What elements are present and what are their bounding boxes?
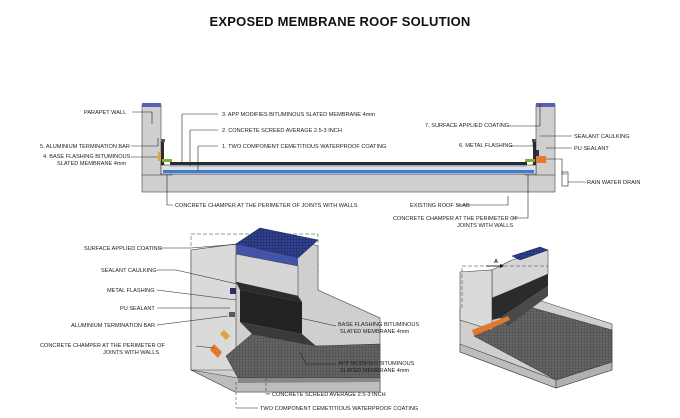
label-sealant-caulking: SEALANT CAULKING bbox=[574, 134, 630, 140]
key-marker: A bbox=[494, 259, 498, 265]
iso-metal-flashing bbox=[236, 282, 302, 302]
label-cementitious-coating: 1. TWO COMPONENT CEMETITIOUS WATERPROOF … bbox=[222, 144, 386, 150]
key-surface-coating bbox=[511, 246, 549, 261]
parapet-cap-left bbox=[142, 103, 161, 107]
key-sealant bbox=[472, 316, 510, 336]
label-metal-flashing: 6. METAL FLASHING bbox=[459, 143, 513, 149]
iso-key-drawing: A bbox=[459, 246, 613, 389]
roof-slab bbox=[141, 173, 556, 193]
label-base-flashing-1: 4. BASE FLASHING BITUMINOUS bbox=[43, 154, 131, 160]
iso-label-base-flashing-2: SLATED MEMBRANE 4mm bbox=[340, 329, 410, 335]
iso-label-metal-flashing: METAL FLASHING bbox=[107, 288, 155, 294]
iso-label-sealant-caulking: SEALANT CAULKING bbox=[101, 268, 157, 274]
iso-label-surface-coating: SURFACE APPLIED COATING bbox=[84, 246, 162, 252]
iso-label-coating: TWO COMPONENT CEMETITIOUS WATERPROOF COA… bbox=[260, 406, 418, 412]
label-rain-drain: RAIN WATER DRAIN bbox=[587, 180, 640, 186]
iso-label-app-1: APP MODIFIES BITUMINOUS bbox=[338, 361, 415, 367]
label-concrete-screed: 2. CONCRETE SCREED AVERAGE 2.5-3 INCH bbox=[222, 128, 342, 134]
iso-label-pu-sealant: PU SEALANT bbox=[120, 306, 155, 312]
label-base-flashing-2: SLATED MEMBRANE 4mm bbox=[57, 161, 127, 167]
section-drawing: PARAPET WALL 5. ALUMINIUM TERMINATION BA… bbox=[40, 103, 640, 229]
key-flashing bbox=[492, 274, 548, 320]
iso-chamfer-sealant bbox=[210, 344, 222, 358]
iso-termination-bar bbox=[229, 312, 235, 317]
iso-label-app-2: SLATED MEMBRANE 4mm bbox=[340, 368, 410, 374]
label-surface-coating: 7. SURFACE APPLIED COATING bbox=[425, 123, 509, 129]
base-flashing-left bbox=[161, 140, 164, 165]
cementitious-coating bbox=[163, 170, 534, 173]
label-chamfer-right-2: JOINTS WITH WALLS bbox=[457, 223, 513, 229]
iso-detail-drawing: SURFACE APPLIED COATING SEALANT CAULKING… bbox=[40, 227, 419, 412]
label-existing-slab: EXISTING ROOF SLAB bbox=[410, 203, 470, 209]
label-pu-sealant: PU SEALANT bbox=[574, 146, 609, 152]
label-aluminium-bar: 5. ALUMINIUM TERMINATION BAR bbox=[40, 144, 130, 150]
parapet-right bbox=[535, 104, 556, 176]
label-chamfer-left: CONCRETE CHAMPER AT THE PERIMETER OF JOI… bbox=[175, 203, 358, 209]
iso-label-chamfer-1: CONCRETE CHAMPER AT THE PERIMETER OF bbox=[40, 343, 166, 349]
iso-base-flashing bbox=[240, 290, 302, 334]
page-title: EXPOSED MEMBRANE ROOF SOLUTION bbox=[209, 14, 471, 29]
iso-label-base-flashing-1: BASE FLASHING BITUMINOUS bbox=[338, 322, 419, 328]
sealant-left bbox=[158, 152, 161, 161]
parapet-cap-right bbox=[536, 103, 555, 107]
iso-surface-coating bbox=[235, 227, 319, 259]
label-app-membrane: 3. APP MODIFIES BITUMINOUS SLATED MEMBRA… bbox=[222, 112, 375, 118]
iso-pu-sealant bbox=[230, 288, 236, 294]
iso-label-aluminium-bar: ALUMINIUM TERMINATION BAR bbox=[71, 323, 155, 329]
iso-label-chamfer-2: JOINTS WITH WALLS bbox=[103, 350, 159, 356]
base-flashing-right bbox=[533, 140, 536, 165]
app-membrane bbox=[170, 162, 527, 165]
rain-drain-outlet bbox=[536, 156, 546, 163]
label-chamfer-right-1: CONCRETE CHAMPER AT THE PERIMETER OF bbox=[393, 216, 519, 222]
label-parapet-wall: PARAPET WALL bbox=[84, 110, 126, 116]
iso-label-screed: CONCRETE SCREED AVERAGE 2.5-3 INCH bbox=[272, 392, 386, 398]
